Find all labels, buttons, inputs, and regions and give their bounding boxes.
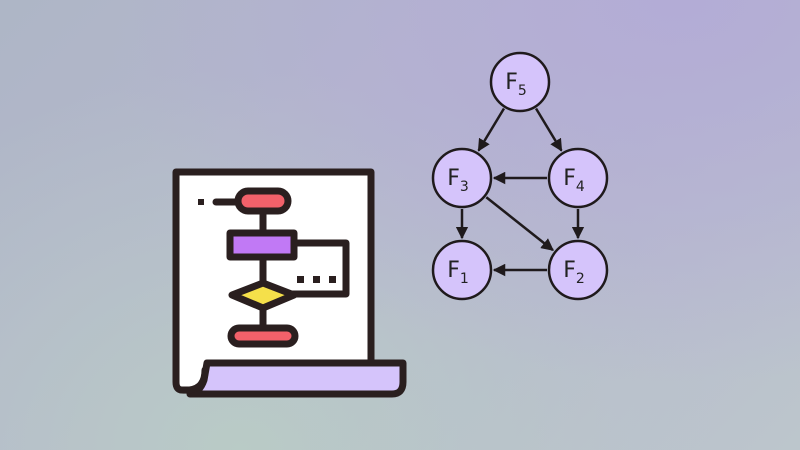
edge-F5-F3 <box>477 107 506 152</box>
edge-F3-F2 <box>485 196 554 252</box>
node-F5 <box>489 51 551 113</box>
ellipsis-dot <box>313 276 320 283</box>
flowchart-terminator-start <box>234 187 292 215</box>
flowchart-process <box>226 229 298 261</box>
node-label: F2 <box>563 258 585 287</box>
dash-mark <box>198 199 204 205</box>
ellipsis-dot <box>329 276 336 283</box>
node-label: F4 <box>563 166 585 195</box>
node-F1 <box>431 239 493 301</box>
node-label: F5 <box>505 70 527 99</box>
node-F2 <box>547 239 609 301</box>
ellipsis-dot <box>297 276 304 283</box>
flowchart-decision <box>228 279 298 312</box>
flowchart-terminator-end <box>227 324 299 348</box>
node-label: F3 <box>447 166 469 195</box>
node-F3 <box>431 147 493 209</box>
node-label: F1 <box>447 258 469 287</box>
node-F4 <box>547 147 609 209</box>
edge-F5-F4 <box>534 107 563 152</box>
